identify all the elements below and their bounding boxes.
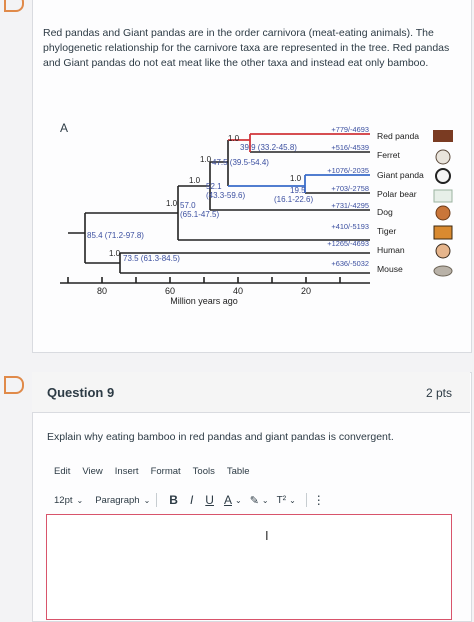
toolbar-divider xyxy=(305,493,307,507)
question-title: Question 9 xyxy=(47,385,115,400)
question-flag-marker xyxy=(4,0,24,12)
human-image xyxy=(435,243,451,259)
taxon-name: Polar bear xyxy=(377,189,417,199)
taxon-count: +410/-5193 xyxy=(331,222,369,231)
editor-menubar: Edit View Insert Format Tools Table xyxy=(54,466,250,477)
question-context-card xyxy=(32,0,472,353)
node-age: 47.5 (39.5-54.4) xyxy=(212,158,269,167)
node-age: (16.1-22.6) xyxy=(274,195,313,204)
text-color-button[interactable]: A ⌄ xyxy=(224,493,242,507)
figure-panel-label: A xyxy=(60,121,69,135)
node-age: 52.1 xyxy=(206,182,222,191)
polar-bear-image xyxy=(433,189,453,203)
red-panda-image xyxy=(433,130,453,142)
taxon-count: +1265/-4693 xyxy=(327,239,369,248)
bold-button[interactable]: B xyxy=(169,493,178,507)
chevron-down-icon: ⌄ xyxy=(234,495,242,505)
axis-tick-label: 60 xyxy=(165,286,175,296)
tiger-image xyxy=(433,225,453,240)
taxon-name: Mouse xyxy=(377,264,403,274)
paragraph-select[interactable]: Paragraph ⌄ xyxy=(95,495,150,506)
mouse-image xyxy=(433,265,453,277)
axis-tick-label: 40 xyxy=(233,286,243,296)
editor-toolbar: 12pt ⌄ Paragraph ⌄ B I U A ⌄ ✎ ⌄ T² ⌄ ⋮ xyxy=(54,490,325,510)
dog-image xyxy=(435,205,451,221)
taxon-name: Ferret xyxy=(377,150,401,160)
node-age: (65.1-47.5) xyxy=(180,210,219,219)
node-age: (43.3-59.6) xyxy=(206,191,245,200)
menu-tools[interactable]: Tools xyxy=(192,466,215,477)
highlight-button[interactable]: ✎ ⌄ xyxy=(250,494,269,507)
question-prompt-text: Red pandas and Giant pandas are in the o… xyxy=(43,27,450,69)
node-support: 1.0 xyxy=(189,176,201,185)
taxon-count: +1076/-2035 xyxy=(327,166,369,175)
text-cursor-icon: I xyxy=(265,528,269,543)
ferret-image xyxy=(435,149,451,165)
taxon-name: Tiger xyxy=(377,226,396,236)
taxon-count: +731/-4295 xyxy=(331,201,369,210)
node-age: 73.5 (61.3-84.5) xyxy=(123,254,180,263)
question-text: Explain why eating bamboo in red pandas … xyxy=(47,431,394,443)
node-age: 85.4 (71.2-97.8) xyxy=(87,231,144,240)
toolbar-divider xyxy=(156,493,158,507)
superscript-button[interactable]: T² ⌄ xyxy=(277,495,296,506)
paragraph-value: Paragraph xyxy=(95,494,140,506)
node-age: 19.5 xyxy=(290,186,306,195)
tree-branches xyxy=(68,140,370,274)
giant-panda-image xyxy=(435,168,451,184)
axis-title: Million years ago xyxy=(170,296,238,306)
node-support: 1.0 xyxy=(200,155,212,164)
question-header xyxy=(32,372,470,413)
taxon-name: Human xyxy=(377,245,405,255)
taxon-name: Red panda xyxy=(377,131,419,141)
answer-text-editor[interactable] xyxy=(46,514,452,620)
axis-tick-label: 20 xyxy=(301,286,311,296)
taxon-count: +516/-4539 xyxy=(331,143,369,152)
node-age: 39.9 (33.2-45.8) xyxy=(240,143,297,152)
axis-tick-label: 80 xyxy=(97,286,107,296)
taxon-name: Giant panda xyxy=(377,170,424,180)
more-options-icon[interactable]: ⋮ xyxy=(312,493,325,507)
taxon-count: +636/-5032 xyxy=(331,259,369,268)
menu-insert[interactable]: Insert xyxy=(114,466,139,477)
node-support: 1.0 xyxy=(290,174,302,183)
italic-button[interactable]: I xyxy=(189,493,194,507)
superscript-icon: T² xyxy=(276,494,287,506)
phylogenetic-tree-figure: 1.0 39.9 (33.2-45.8) 1.0 47.5 (39.5-54.4… xyxy=(60,125,453,306)
time-axis xyxy=(60,277,370,284)
node-support: 1.0 xyxy=(228,134,240,143)
chevron-down-icon: ⌄ xyxy=(143,495,151,505)
menu-view[interactable]: View xyxy=(82,466,103,477)
red-panda-branches xyxy=(228,133,370,152)
node-support: 1.0 xyxy=(166,199,178,208)
menu-format[interactable]: Format xyxy=(150,466,181,477)
chevron-down-icon: ⌄ xyxy=(76,495,84,505)
highlight-icon: ✎ xyxy=(249,494,259,507)
menu-table[interactable]: Table xyxy=(226,466,250,477)
animal-thumbnails xyxy=(433,130,453,277)
font-size-select[interactable]: 12pt ⌄ xyxy=(54,495,83,506)
question-flag-marker xyxy=(4,376,24,394)
chevron-down-icon: ⌄ xyxy=(289,495,296,505)
taxon-name: Dog xyxy=(377,207,393,217)
taxon-count: +779/-4693 xyxy=(331,125,369,134)
chevron-down-icon: ⌄ xyxy=(261,495,269,505)
font-size-value: 12pt xyxy=(54,494,73,506)
taxon-count: +703/-2758 xyxy=(331,184,369,193)
text-color-icon: A xyxy=(223,493,232,507)
giant-panda-branches xyxy=(228,174,370,193)
menu-edit[interactable]: Edit xyxy=(54,466,71,477)
node-support: 1.0 xyxy=(109,249,121,258)
underline-button[interactable]: U xyxy=(205,493,214,507)
node-age: 57.0 xyxy=(180,201,196,210)
question-points: 2 pts xyxy=(426,386,453,400)
